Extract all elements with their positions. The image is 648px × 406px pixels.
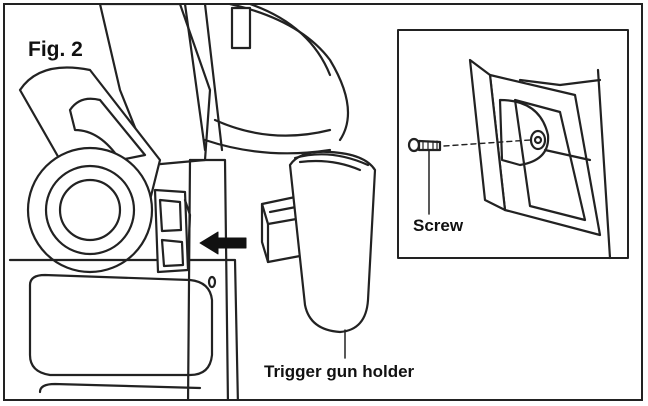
arrow-left-icon (199, 231, 247, 255)
detail-inset (397, 29, 629, 260)
figure-title: Fig. 2 (28, 38, 83, 61)
screw-part (407, 137, 442, 153)
trigger-gun-holder-label: Trigger gun holder (264, 362, 415, 381)
pressure-washer-frame (8, 4, 350, 400)
screw-label: Screw (413, 216, 464, 235)
trigger-gun-holder (260, 150, 377, 359)
